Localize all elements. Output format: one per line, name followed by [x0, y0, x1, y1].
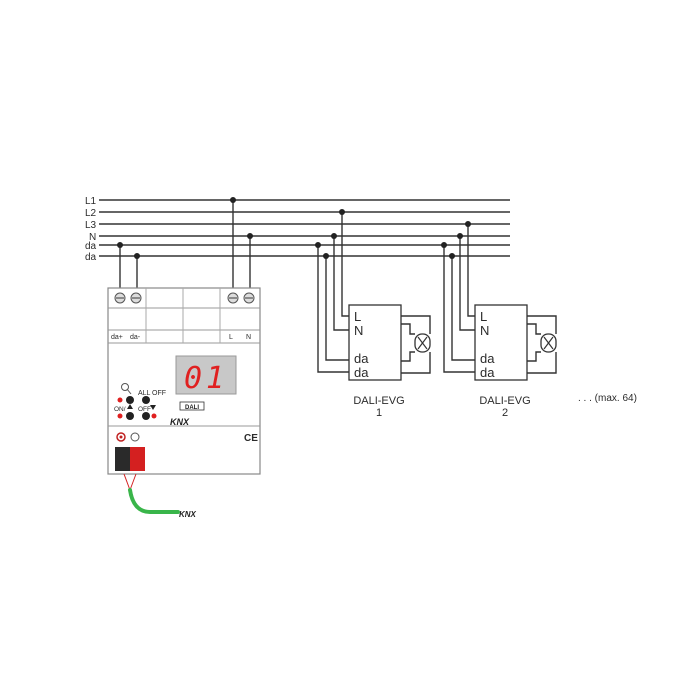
ballast-1-terminal-l: L: [354, 309, 361, 324]
bus-label-da2: da: [85, 252, 97, 263]
ballast-2-terminal-n: N: [480, 323, 489, 338]
max-devices-note: . . . (max. 64): [578, 393, 637, 404]
all-off-label: OFF: [152, 390, 166, 397]
bus-line-labels: L1 L2 L3 N da da: [85, 196, 97, 263]
seven-segment-display: [175, 355, 237, 395]
junction-dot: [117, 242, 123, 248]
dali-logo-text: DALI: [185, 405, 199, 411]
up-arrow-icon: [127, 404, 133, 409]
down-arrow-icon: [150, 405, 156, 410]
bus-label-n: N: [89, 232, 96, 243]
off-button[interactable]: [142, 412, 150, 420]
off-label: OFF: [138, 406, 151, 413]
junction-dot: [230, 197, 236, 203]
gateway-wires: [117, 197, 253, 292]
manual-mode-button[interactable]: [126, 396, 134, 404]
ballast-1: L N da da DALI-EVG 1: [348, 304, 431, 419]
bus-label-l2: L2: [85, 208, 97, 219]
bus-lines: [99, 199, 510, 257]
ballast-1-wires: [315, 209, 350, 373]
manual-operation-panel: ALL OFF ON/ OFF: [114, 383, 166, 420]
all-off-button[interactable]: [142, 396, 150, 404]
ballast-2-terminal-da1: da: [480, 351, 495, 366]
knx-connector-red: [130, 447, 145, 471]
ballast-1-terminal-da2: da: [354, 365, 369, 380]
terminal-label-l: L: [229, 334, 233, 341]
ballast-2-number: 2: [502, 407, 508, 419]
hand-icon: [121, 383, 129, 391]
led-indicator: [117, 413, 123, 419]
lamp-icon: [540, 333, 557, 353]
ballast-1-number: 1: [376, 407, 382, 419]
screw-terminals: [114, 292, 255, 304]
ballast-2-title: DALI-EVG: [479, 395, 530, 407]
bus-label-da1: da: [85, 241, 97, 252]
ballast-1-terminal-da1: da: [354, 351, 369, 366]
ce-mark: CE: [244, 433, 258, 444]
led-indicator: [117, 397, 123, 403]
junction-dot: [134, 253, 140, 259]
knx-logo: KNX: [170, 417, 190, 427]
lamp-icon: [414, 333, 431, 353]
terminal-label-da-plus: da+: [111, 334, 123, 341]
ballast-1-terminal-n: N: [354, 323, 363, 338]
bus-label-l3: L3: [85, 220, 97, 231]
all-label: ALL: [138, 390, 151, 397]
knx-bus-cable: [128, 488, 180, 514]
ballast-2-terminal-da2: da: [480, 365, 495, 380]
ballast-1-title: DALI-EVG: [353, 395, 404, 407]
knx-cable-logo: KNX: [179, 510, 197, 519]
terminal-label-n: N: [246, 334, 251, 341]
display-digits: 01: [184, 361, 228, 396]
on-label: ON/: [114, 406, 126, 413]
dali-logo: [179, 401, 205, 411]
ballast-2-wires: [441, 221, 476, 373]
bus-label-l1: L1: [85, 196, 97, 207]
ballast-2: L N da da DALI-EVG 2: [474, 304, 557, 419]
on-button[interactable]: [126, 412, 134, 420]
junction-dot: [247, 233, 253, 239]
led-indicator: [151, 413, 157, 419]
terminal-label-da-minus: da-: [130, 334, 141, 341]
ballast-2-terminal-l: L: [480, 309, 487, 324]
programming-button[interactable]: [130, 432, 140, 442]
dali-gateway-device: da+ da- L N 01 ALL OFF ON/ OFF DALI K: [107, 287, 261, 491]
knx-connector-black: [115, 447, 130, 471]
